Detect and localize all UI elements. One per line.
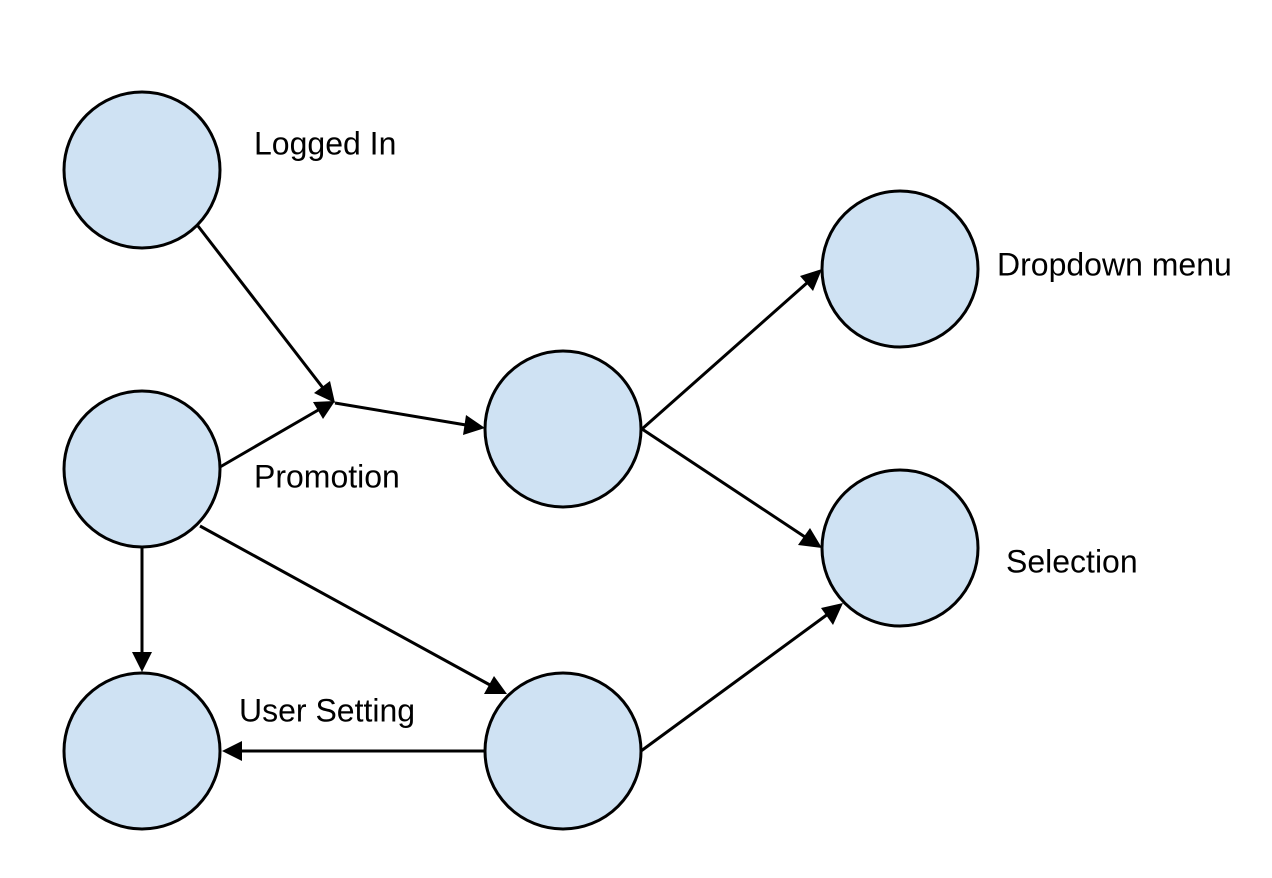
arrowhead-selection-2 xyxy=(821,603,843,625)
node-promotion xyxy=(62,389,222,549)
arrowhead-bottom-middle xyxy=(484,676,507,694)
edge-junction-to-middle xyxy=(334,401,467,427)
label-promotion: Promotion xyxy=(254,458,400,494)
edge-promotion-to-bottom-middle xyxy=(199,524,491,687)
label-user-setting: User Setting xyxy=(239,692,415,728)
node-logged-in xyxy=(62,90,222,250)
label-selection: Selection xyxy=(1006,543,1138,579)
edge-bottom-middle-to-selection xyxy=(640,612,829,753)
node-selection xyxy=(820,468,980,628)
label-logged-in: Logged In xyxy=(254,125,396,161)
edge-logged-in-to-junction xyxy=(196,225,325,389)
edge-promotion-to-junction xyxy=(219,407,321,469)
edge-middle-to-selection xyxy=(641,427,806,539)
edges xyxy=(132,225,843,761)
node-dropdown-menu xyxy=(820,189,980,349)
label-dropdown-menu: Dropdown menu xyxy=(997,246,1232,282)
arrowhead-selection-1 xyxy=(798,528,822,548)
arrowhead-user-setting-1 xyxy=(132,652,152,672)
labels: Logged In Promotion Dropdown menu Select… xyxy=(239,125,1232,728)
node-user-setting xyxy=(62,671,222,831)
node-middle xyxy=(483,349,643,509)
arrowhead-middle xyxy=(463,415,485,435)
node-bottom-middle xyxy=(483,671,643,831)
arrowhead-junction-1 xyxy=(314,381,335,403)
nodes xyxy=(62,90,980,831)
arrowhead-user-setting-2 xyxy=(222,741,242,761)
edge-middle-to-dropdown xyxy=(641,280,809,431)
arrowhead-dropdown xyxy=(800,269,822,291)
arrowhead-junction-2 xyxy=(313,401,335,419)
